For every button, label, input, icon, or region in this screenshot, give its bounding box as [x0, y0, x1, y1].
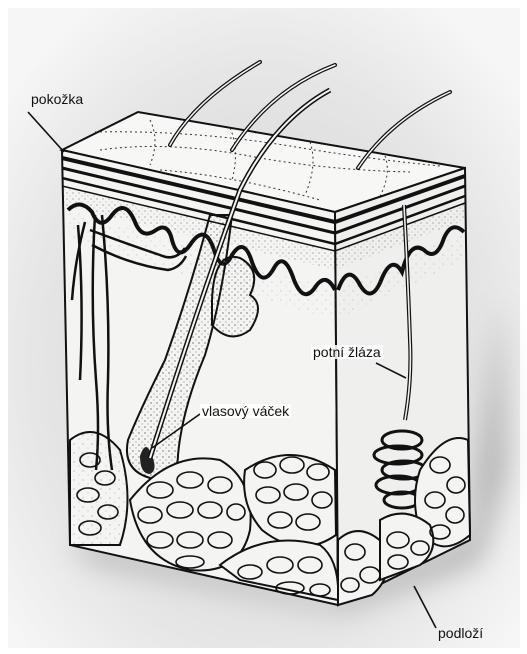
label-subcutis: podloží [438, 626, 483, 640]
label-hair-follicle: vlasový váček [200, 404, 291, 418]
label-sweat-gland: potní žláza [311, 345, 383, 359]
sebaceous-gland [212, 257, 258, 337]
label-epidermis: pokožka [31, 92, 83, 106]
